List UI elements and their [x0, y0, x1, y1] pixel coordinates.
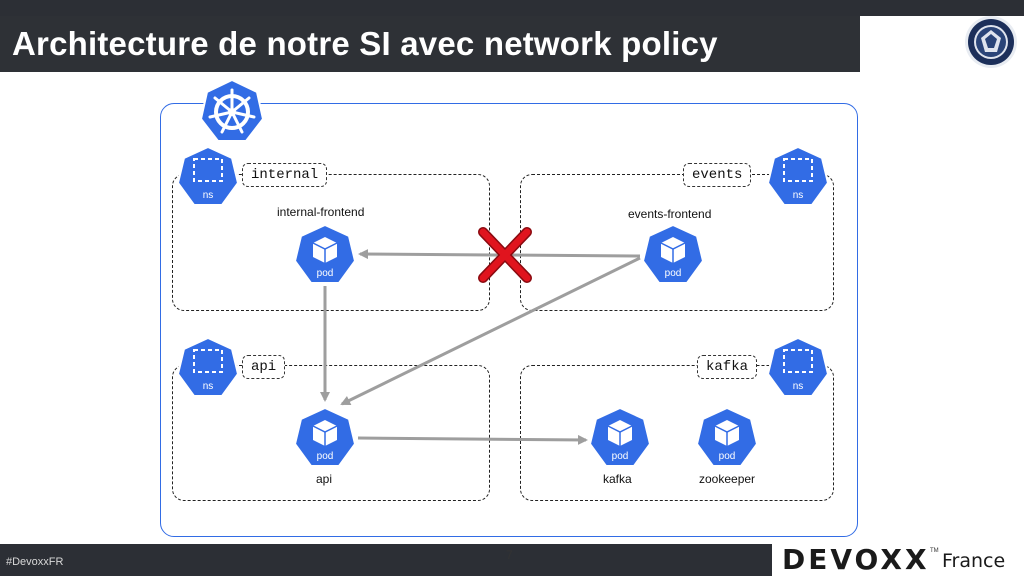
title-band [0, 16, 860, 72]
pod-icon-internal-frontend: pod [293, 223, 357, 284]
brand-trademark: TM [930, 548, 939, 554]
namespace-icon: ns [766, 336, 830, 397]
namespace-label-events: events [683, 163, 752, 187]
namespace-label-internal: internal [242, 163, 328, 187]
pod-icon-text: pod [665, 268, 682, 279]
pod-icon-api: pod [293, 406, 357, 467]
pod-label-events-frontend: events-frontend [628, 207, 712, 221]
namespace-box-kafka [520, 365, 834, 501]
pod-icon-text: pod [317, 268, 334, 279]
pod-icon-text: pod [719, 451, 736, 462]
namespace-icon: ns [176, 145, 240, 206]
namespace-icon: ns [766, 145, 830, 206]
namespace-icon-text: ns [793, 190, 804, 201]
kubernetes-cluster [160, 103, 858, 537]
namespace-label-kafka: kafka [697, 355, 758, 379]
slide-title: Architecture de notre SI avec network po… [12, 25, 718, 62]
pod-label-api: api [316, 472, 333, 486]
pod-icon-zookeeper: pod [695, 406, 759, 467]
brand-name: DEVOXX [782, 543, 930, 576]
top-bar [0, 0, 1024, 16]
kubernetes-logo-icon [199, 78, 265, 142]
brand-logo [772, 544, 1024, 576]
shield-logo-icon [965, 16, 1017, 68]
namespace-icon-text: ns [793, 381, 804, 392]
pod-icon-text: pod [612, 451, 629, 462]
pod-label-internal-frontend: internal-frontend [277, 205, 365, 219]
namespace-icon: ns [176, 336, 240, 397]
namespace-label-api: api [242, 355, 286, 379]
pod-icon-text: pod [317, 451, 334, 462]
pod-icon-events-frontend: pod [641, 223, 705, 284]
namespace-icon-text: ns [203, 381, 214, 392]
page-number: 7 [506, 548, 513, 562]
hashtag: #DevoxxFR [6, 556, 64, 568]
brand-region: France [942, 550, 1006, 572]
namespace-icon-text: ns [203, 190, 214, 201]
pod-icon-kafka: pod [588, 406, 652, 467]
namespace-box-api [172, 365, 490, 501]
pod-label-zookeeper: zookeeper [699, 472, 756, 486]
pod-label-kafka: kafka [603, 472, 632, 486]
